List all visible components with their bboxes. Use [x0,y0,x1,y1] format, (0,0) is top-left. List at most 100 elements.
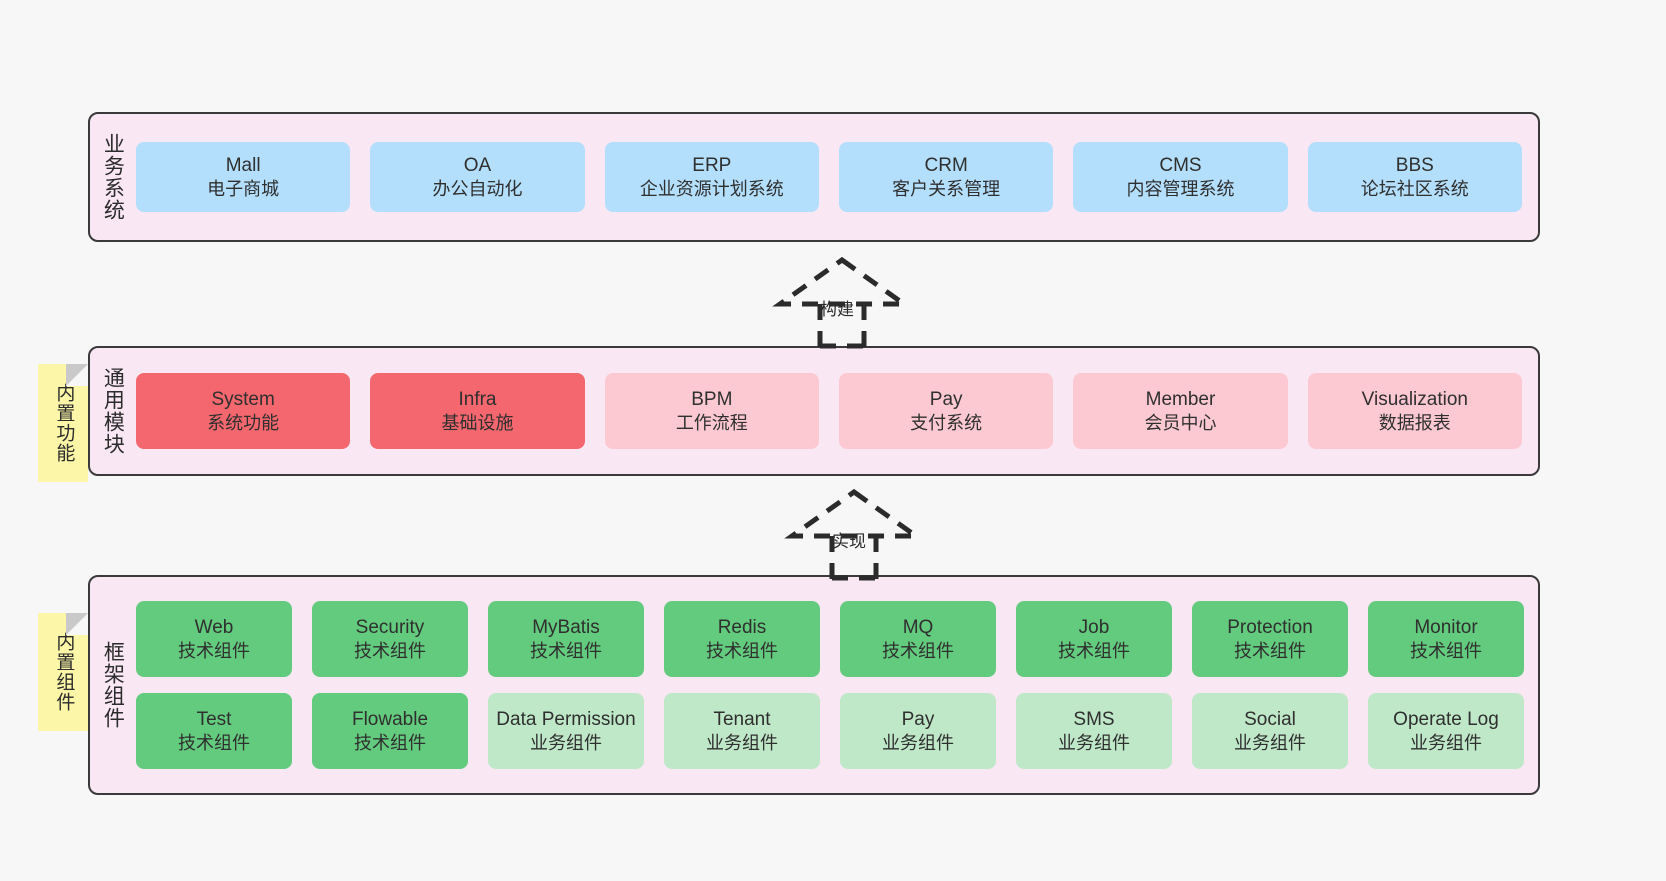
arrow-build: 构建 [752,256,932,349]
card-title-en: Tenant [713,708,771,730]
card-title-en: Social [1244,708,1296,730]
card-title-en: ERP [692,154,732,176]
card-cms[interactable]: CMS 内容管理系统 [1073,142,1288,212]
card-title-cn: 工作流程 [675,412,748,433]
card-job[interactable]: Job 技术组件 [1016,601,1172,677]
card-title-cn: 业务组件 [706,732,778,753]
card-protection[interactable]: Protection 技术组件 [1192,601,1348,677]
card-title-en: Member [1145,388,1216,410]
card-bbs[interactable]: BBS 论坛社区系统 [1307,142,1522,212]
card-operate-log[interactable]: Operate Log 业务组件 [1368,693,1524,769]
card-title-cn: 技术组件 [530,640,602,661]
card-title-cn: 系统功能 [207,412,280,433]
card-title-cn: 技术组件 [1234,640,1306,661]
arrow-implement: 实现 [764,488,944,581]
card-row: Test 技术组件 Flowable 技术组件 Data Permission … [136,693,1524,769]
card-title-en: OA [463,154,492,176]
arrow-head-triangle [784,488,924,539]
card-title-cn: 内容管理系统 [1126,178,1235,199]
card-erp[interactable]: ERP 企业资源计划系统 [604,142,819,212]
card-title-en: CMS [1159,154,1202,176]
card-title-en: MyBatis [532,616,600,638]
card-bpm[interactable]: BPM 工作流程 [604,373,819,449]
card-redis[interactable]: Redis 技术组件 [664,601,820,677]
card-title-cn: 技术组件 [1410,640,1482,661]
sticky-note-builtin-component[interactable]: 内置组件 [38,613,88,731]
card-title-cn: 业务组件 [1058,732,1130,753]
card-visualization[interactable]: Visualization 数据报表 [1307,373,1522,449]
card-title-en: Mall [225,154,261,176]
card-pay-module[interactable]: Pay 支付系统 [838,373,1054,449]
card-title-en: Infra [458,388,497,410]
card-title-cn: 技术组件 [178,732,250,753]
card-title-cn: 业务组件 [530,732,602,753]
card-row: Mall 电子商城 OA 办公自动化 ERP 企业资源计划系统 CRM 客户关系… [136,142,1522,212]
arrow-label-build: 构建 [820,300,854,319]
card-title-cn: 基础设施 [441,412,514,433]
card-title-cn: 技术组件 [1058,640,1130,661]
card-title-cn: 企业资源计划系统 [639,178,784,199]
arrow-label-implement: 实现 [832,532,866,551]
card-title-en: Pay [901,708,935,730]
card-member[interactable]: Member 会员中心 [1073,373,1288,449]
card-title-cn: 技术组件 [354,640,426,661]
card-title-en: System [211,388,275,410]
card-title-cn: 技术组件 [706,640,778,661]
card-title-cn: 技术组件 [178,640,250,661]
card-flowable[interactable]: Flowable 技术组件 [312,693,468,769]
card-test[interactable]: Test 技术组件 [136,693,292,769]
card-title-cn: 办公自动化 [432,178,523,199]
layer-body-business-system: Mall 电子商城 OA 办公自动化 ERP 企业资源计划系统 CRM 客户关系… [134,114,1538,240]
card-title-cn: 客户关系管理 [892,178,1001,199]
card-infra[interactable]: Infra 基础设施 [370,373,585,449]
card-title-cn: 业务组件 [1234,732,1306,753]
card-title-cn: 会员中心 [1144,412,1217,433]
card-title-cn: 电子商城 [207,178,280,199]
arrow-head-triangle [772,256,912,307]
card-title-en: Redis [717,616,767,638]
card-title-en: Monitor [1414,616,1478,638]
card-title-en: Security [355,616,425,638]
card-title-en: Visualization [1361,388,1468,410]
card-title-en: Job [1078,616,1110,638]
card-crm[interactable]: CRM 客户关系管理 [838,142,1054,212]
card-tenant[interactable]: Tenant 业务组件 [664,693,820,769]
card-security[interactable]: Security 技术组件 [312,601,468,677]
card-title-cn: 技术组件 [354,732,426,753]
card-title-en: BPM [691,388,733,410]
card-social[interactable]: Social 业务组件 [1192,693,1348,769]
card-system[interactable]: System 系统功能 [136,373,351,449]
card-mq[interactable]: MQ 技术组件 [840,601,996,677]
card-oa[interactable]: OA 办公自动化 [370,142,585,212]
card-title-en: MQ [902,616,934,638]
card-title-en: BBS [1395,154,1434,176]
card-title-cn: 支付系统 [910,412,983,433]
layer-body-common-module: System 系统功能 Infra 基础设施 BPM 工作流程 Pay 支付系统… [134,348,1538,474]
layer-common-module: 通用模块 System 系统功能 Infra 基础设施 BPM 工作流程 Pay… [88,346,1540,476]
card-mall[interactable]: Mall 电子商城 [136,142,351,212]
layer-title-framework-component: 框架组件 [101,641,125,729]
card-pay-component[interactable]: Pay 业务组件 [840,693,996,769]
card-title-en: SMS [1073,708,1115,730]
layer-framework-component: 框架组件 Web 技术组件 Security 技术组件 MyBatis 技术组件… [88,575,1540,795]
layer-body-framework-component: Web 技术组件 Security 技术组件 MyBatis 技术组件 Redi… [134,577,1538,793]
card-mybatis[interactable]: MyBatis 技术组件 [488,601,644,677]
card-title-cn: 业务组件 [1410,732,1482,753]
sticky-note-builtin-function[interactable]: 内置功能 [38,364,88,482]
card-row: System 系统功能 Infra 基础设施 BPM 工作流程 Pay 支付系统… [136,373,1522,449]
card-title-cn: 数据报表 [1378,412,1451,433]
card-monitor[interactable]: Monitor 技术组件 [1368,601,1524,677]
card-title-cn: 论坛社区系统 [1360,178,1469,199]
layer-title-common-module: 通用模块 [101,367,125,455]
card-title-en: Protection [1227,616,1313,638]
layer-title-business-system: 业务系统 [101,133,125,221]
card-title-en: Flowable [351,708,429,730]
card-title-en: CRM [924,154,968,176]
card-title-en: Pay [929,388,963,410]
card-data-permission[interactable]: Data Permission 业务组件 [488,693,644,769]
card-sms[interactable]: SMS 业务组件 [1016,693,1172,769]
card-title-cn: 业务组件 [882,732,954,753]
card-web[interactable]: Web 技术组件 [136,601,292,677]
card-title-en: Web [194,616,234,638]
